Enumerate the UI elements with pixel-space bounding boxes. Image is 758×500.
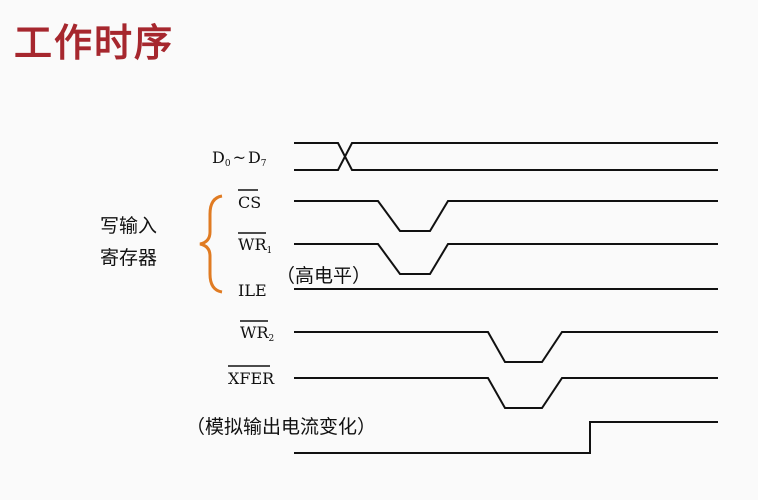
group-label-line2: 寄存器 <box>100 247 157 269</box>
page-title: 工作时序 <box>14 21 175 65</box>
signal-label-wr2: WR2 <box>240 323 274 344</box>
ile-note: （高电平） <box>276 265 371 287</box>
waveform-cs <box>294 200 718 232</box>
waveform-xfer <box>294 377 718 409</box>
signal-label-cs: CS <box>238 193 261 212</box>
group-label-line1: 写输入 <box>100 215 157 237</box>
analog-output-note: （模拟输出电流变化） <box>186 416 376 438</box>
signal-label-ile: ILE <box>238 281 267 300</box>
waveform-analog-output <box>294 421 718 454</box>
waveform-wr1 <box>294 243 718 275</box>
group-brace <box>199 194 223 294</box>
signal-label-data-bus: D0~D7 <box>212 148 267 169</box>
waveform-data-bus <box>294 142 718 171</box>
signal-label-xfer: XFER <box>228 369 275 388</box>
waveform-wr2 <box>294 331 718 363</box>
signal-label-wr1: WR1 <box>238 235 272 256</box>
